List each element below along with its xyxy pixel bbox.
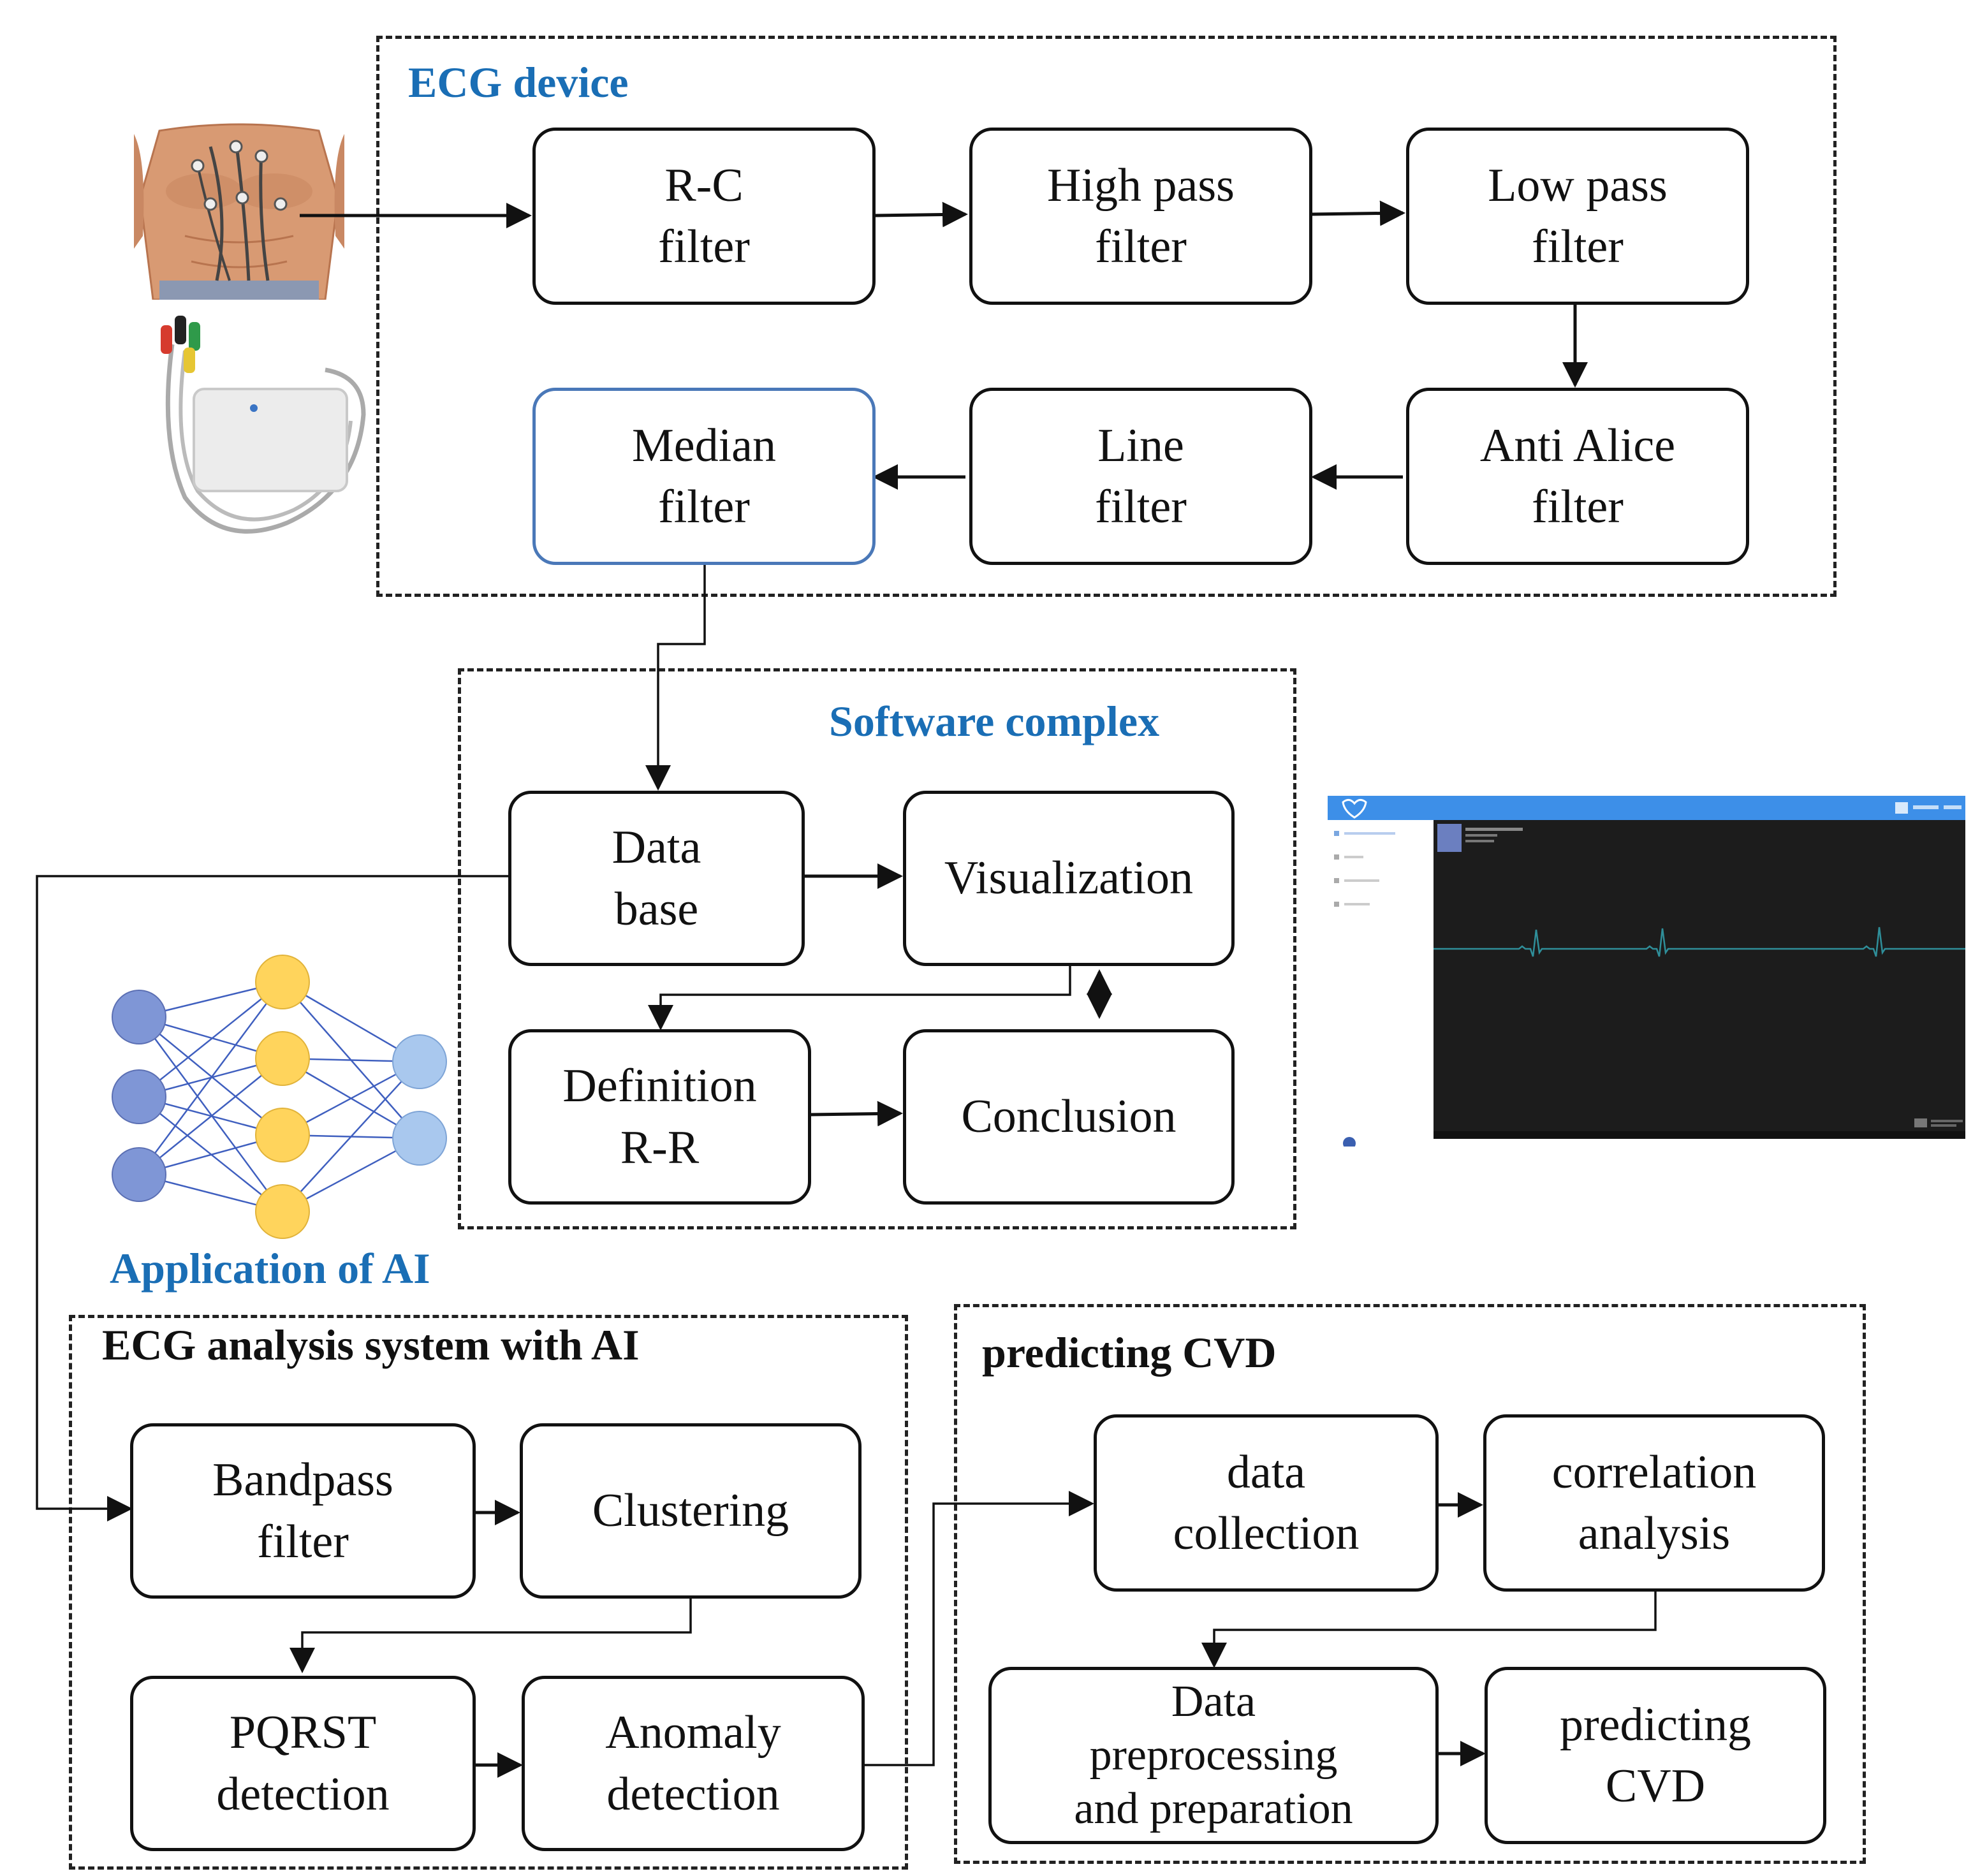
median-filter-box: Median filter	[532, 388, 876, 565]
ecg-software-screenshot	[1328, 796, 1965, 1147]
clustering-box: Clustering	[520, 1423, 862, 1599]
software-complex-group	[458, 668, 1296, 1229]
conclusion-label: Conclusion	[961, 1090, 1177, 1143]
low-pass-filter-box: Low pass filter	[1406, 128, 1749, 305]
anti-alice-filter-label: Anti Alice filter	[1479, 419, 1676, 533]
cvd-title: predicting CVD	[982, 1328, 1277, 1377]
database-box: Data base	[508, 791, 805, 966]
visualization-box: Visualization	[903, 791, 1235, 966]
conclusion-box: Conclusion	[903, 1029, 1235, 1205]
analysis-group	[69, 1315, 908, 1870]
line-filter-label: Line filter	[1095, 419, 1187, 533]
data-collection-label: data collection	[1173, 1446, 1360, 1560]
ecg-device-title: ECG device	[408, 58, 629, 106]
ai-title: Application of AI	[110, 1244, 430, 1293]
data-collection-box: data collection	[1094, 1414, 1439, 1592]
neural-network-icon	[112, 955, 447, 1239]
data-preprocessing-label: Data preprocessing and preparation	[1074, 1677, 1353, 1833]
correlation-analysis-box: correlation analysis	[1483, 1414, 1825, 1592]
predicting-cvd-label: predicting CVD	[1559, 1698, 1751, 1812]
ecg-device-group	[376, 36, 1837, 597]
correlation-analysis-label: correlation analysis	[1551, 1446, 1757, 1560]
line-filter-box: Line filter	[969, 388, 1312, 565]
definition-rr-label: Definition R-R	[562, 1060, 757, 1174]
high-pass-filter-label: High pass filter	[1047, 159, 1235, 273]
pqrst-detection-box: PQRST detection	[130, 1676, 476, 1851]
pqrst-detection-label: PQRST detection	[216, 1706, 390, 1821]
low-pass-filter-label: Low pass filter	[1488, 159, 1668, 273]
high-pass-filter-box: High pass filter	[969, 128, 1312, 305]
rc-filter-box: R-C filter	[532, 128, 876, 305]
median-filter-label: Median filter	[631, 419, 777, 533]
bandpass-filter-label: Bandpass filter	[212, 1454, 393, 1568]
ecg-recorder-illustration	[161, 316, 366, 534]
anomaly-detection-box: Anomaly detection	[522, 1676, 865, 1851]
anomaly-detection-label: Anomaly detection	[605, 1706, 781, 1821]
data-preprocessing-box: Data preprocessing and preparation	[988, 1667, 1439, 1844]
database-label: Data base	[612, 821, 701, 935]
software-complex-title: Software complex	[829, 697, 1160, 745]
clustering-label: Clustering	[592, 1484, 789, 1537]
cvd-group	[954, 1304, 1866, 1864]
definition-rr-box: Definition R-R	[508, 1029, 811, 1205]
bandpass-filter-box: Bandpass filter	[130, 1423, 476, 1599]
predicting-cvd-box: predicting CVD	[1485, 1667, 1826, 1844]
analysis-title: ECG analysis system with AI	[102, 1321, 640, 1369]
visualization-label: Visualization	[944, 852, 1194, 905]
rc-filter-label: R-C filter	[658, 159, 750, 273]
anti-alice-filter-box: Anti Alice filter	[1406, 388, 1749, 565]
